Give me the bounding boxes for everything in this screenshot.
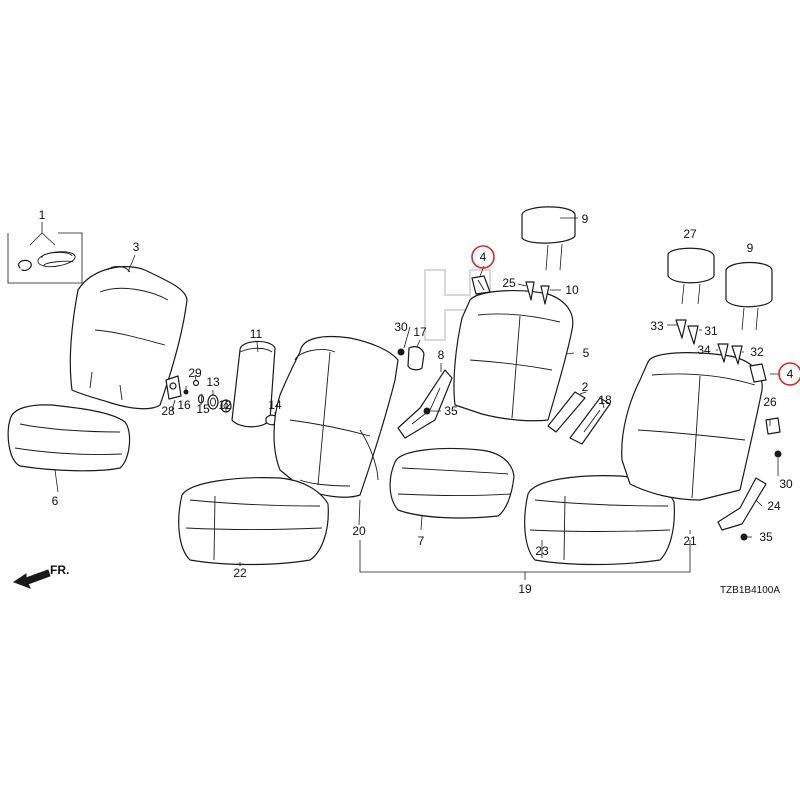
- callout-1[interactable]: 1: [39, 208, 46, 222]
- callout-14[interactable]: 14: [268, 398, 282, 412]
- callout-25[interactable]: 25: [502, 276, 516, 290]
- part-25-bolt[interactable]: [525, 281, 535, 301]
- part-29-washer[interactable]: [192, 379, 200, 387]
- diagram-code: TZB1B4100A: [720, 585, 780, 596]
- callout-28[interactable]: 28: [161, 404, 175, 418]
- part-1-clip-set[interactable]: [7, 222, 83, 284]
- callout-32[interactable]: 32: [750, 345, 764, 359]
- callout-6[interactable]: 6: [52, 494, 59, 508]
- callout-19[interactable]: 19: [518, 582, 532, 596]
- front-arrow-icon: [12, 569, 51, 589]
- highlight-ring-4-right: [778, 362, 800, 386]
- part-4-clip[interactable]: [471, 275, 491, 295]
- part-22-cushion[interactable]: [178, 477, 329, 566]
- part-10-bolt[interactable]: [540, 285, 550, 305]
- part-11-armrest[interactable]: [231, 340, 276, 428]
- callout-35-right[interactable]: 35: [759, 530, 773, 544]
- part-35-bolt[interactable]: [423, 407, 431, 415]
- part-9-headrest-center[interactable]: [521, 206, 576, 271]
- part-9-headrest-right[interactable]: [725, 261, 773, 331]
- callout-12[interactable]: 12: [218, 398, 232, 412]
- callout-27[interactable]: 27: [683, 227, 697, 241]
- callout-26[interactable]: 26: [763, 395, 777, 409]
- callout-9-right[interactable]: 9: [747, 241, 754, 255]
- callout-29[interactable]: 29: [188, 366, 202, 380]
- callout-4-right[interactable]: 4: [787, 367, 794, 381]
- callout-31[interactable]: 31: [704, 324, 718, 338]
- part-34-bolt[interactable]: [717, 343, 729, 363]
- part-2-trim[interactable]: [547, 391, 586, 433]
- callout-18[interactable]: 18: [598, 393, 612, 407]
- part-30-bolt[interactable]: [397, 348, 405, 356]
- callout-24[interactable]: 24: [767, 499, 781, 513]
- callout-35-left[interactable]: 35: [444, 404, 458, 418]
- callout-7[interactable]: 7: [418, 534, 425, 548]
- direction-label: FR.: [50, 563, 69, 577]
- callout-9-center[interactable]: 9: [582, 212, 589, 226]
- part-28-hinge-bracket[interactable]: [165, 375, 182, 400]
- callout-23[interactable]: 23: [535, 544, 549, 558]
- callout-11[interactable]: 11: [250, 327, 263, 341]
- callout-10[interactable]: 10: [565, 283, 579, 297]
- part-5-center-seatback[interactable]: [453, 290, 574, 422]
- part-35-bolt-right[interactable]: [740, 533, 748, 541]
- part-17-trim-cover[interactable]: [407, 346, 425, 371]
- part-23-right-cushion[interactable]: [524, 475, 675, 566]
- part-4-clip-right[interactable]: [749, 363, 767, 383]
- part-26-cover[interactable]: [765, 417, 781, 435]
- callout-16[interactable]: 16: [177, 398, 191, 412]
- callout-2[interactable]: 2: [582, 380, 589, 394]
- part-27-headrest[interactable]: [667, 247, 715, 305]
- leader-lines: [54, 217, 780, 566]
- callout-34[interactable]: 34: [697, 343, 711, 357]
- callout-30-left[interactable]: 30: [394, 320, 408, 334]
- callout-13[interactable]: 13: [206, 375, 220, 389]
- callout-3[interactable]: 3: [133, 240, 140, 254]
- part-20-seatback-frame[interactable]: [273, 335, 399, 498]
- part-24-side-trim[interactable]: [717, 477, 767, 531]
- callout-30-right[interactable]: 30: [779, 477, 793, 491]
- callout-17[interactable]: 17: [413, 325, 427, 339]
- part-30-bolt-right[interactable]: [774, 450, 782, 458]
- part-6-left-cushion[interactable]: [7, 404, 131, 472]
- callout-4-left[interactable]: 4: [480, 250, 487, 264]
- part-21-right-seatback[interactable]: [621, 352, 763, 501]
- part-18-bracket[interactable]: [569, 397, 611, 445]
- callout-33[interactable]: 33: [650, 319, 664, 333]
- callout-8[interactable]: 8: [438, 348, 445, 362]
- callout-22[interactable]: 22: [233, 566, 247, 580]
- part-3-left-seatback[interactable]: [69, 266, 188, 410]
- part-7-center-cushion[interactable]: [389, 447, 515, 519]
- part-33-bolt[interactable]: [675, 319, 687, 339]
- highlight-ring-4-left: [471, 245, 495, 269]
- part-31-bolt[interactable]: [687, 325, 699, 345]
- callout-20[interactable]: 20: [352, 524, 366, 538]
- callout-21[interactable]: 21: [683, 534, 697, 548]
- callout-15[interactable]: 15: [196, 402, 210, 416]
- callout-5[interactable]: 5: [583, 346, 590, 360]
- part-32-bolt[interactable]: [731, 345, 743, 365]
